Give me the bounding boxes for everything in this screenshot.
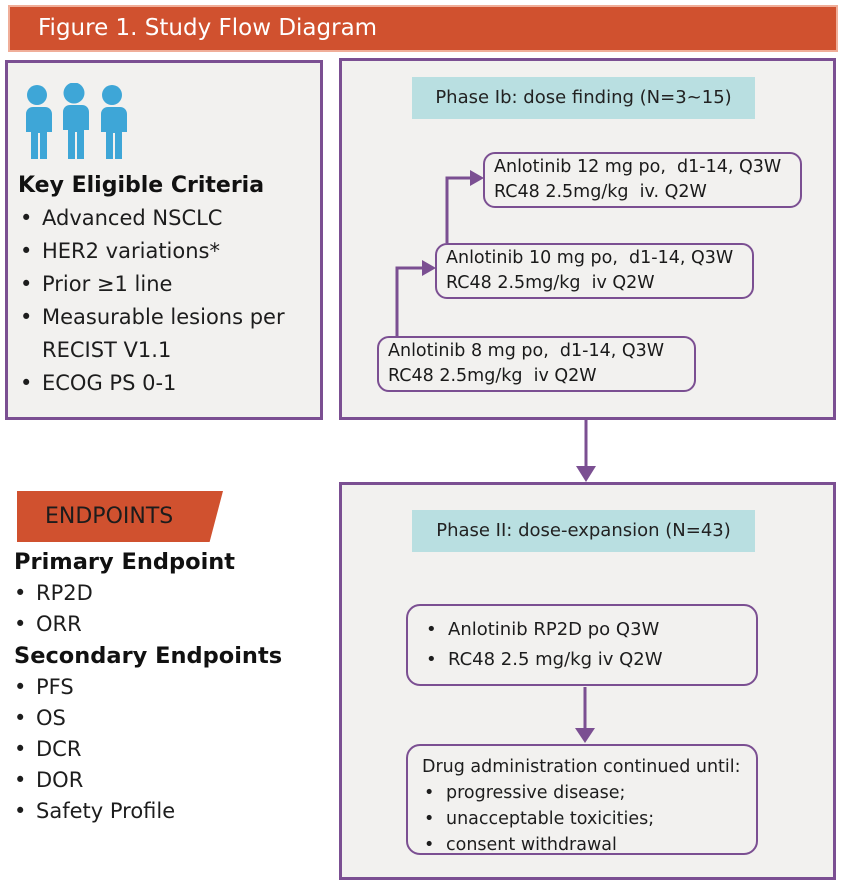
phase2-header: Phase II: dose-expansion (N=43)	[412, 510, 755, 552]
figure-title-bar: Figure 1. Study Flow Diagram	[8, 5, 838, 52]
eligibility-box: Key Eligible Criteria Advanced NSCLC HER…	[5, 60, 323, 420]
list-item: DCR	[14, 734, 314, 765]
list-item: unacceptable toxicities;	[424, 806, 756, 832]
list-item: DOR	[14, 765, 314, 796]
primary-endpoint-heading: Primary Endpoint	[14, 549, 236, 575]
list-item: Safety Profile	[14, 796, 314, 827]
dose-line: Anlotinib 12 mg po, d1-14, Q3W	[494, 157, 782, 177]
three-people-icon	[26, 83, 127, 159]
list-item: Prior ≥1 line	[18, 268, 304, 301]
dose-line: Anlotinib 10 mg po, d1-14, Q3W	[446, 248, 734, 268]
dose-box-12mg: Anlotinib 12 mg po, d1-14, Q3W RC48 2.5m…	[483, 152, 802, 208]
list-item: ORR	[14, 609, 314, 640]
phase2-regimen-list: Anlotinib RP2D po Q3W RC48 2.5 mg/kg iv …	[408, 615, 756, 675]
endpoints-banner: ENDPOINTS	[17, 491, 223, 542]
list-item: consent withdrawal	[424, 832, 756, 858]
primary-endpoint-list: RP2D ORR	[14, 578, 314, 640]
dose-line: RC48 2.5mg/kg iv. Q2W	[494, 182, 707, 202]
figure-title: Figure 1. Study Flow Diagram	[38, 15, 378, 41]
list-item: RC48 2.5 mg/kg iv Q2W	[426, 645, 756, 675]
continuation-list: progressive disease; unacceptable toxici…	[408, 780, 756, 858]
list-item: HER2 variations*	[18, 235, 304, 268]
list-item: Measurable lesions per RECIST V1.1	[18, 301, 304, 367]
endpoints-banner-label: ENDPOINTS	[45, 504, 174, 529]
list-item: progressive disease;	[424, 780, 756, 806]
dose-box-8mg: Anlotinib 8 mg po, d1-14, Q3W RC48 2.5mg…	[377, 336, 696, 392]
list-item: RP2D	[14, 578, 314, 609]
list-item: OS	[14, 703, 314, 734]
phase2-continuation-box: Drug administration continued until: pro…	[406, 744, 758, 858]
dose-line: RC48 2.5mg/kg iv Q2W	[388, 366, 597, 386]
secondary-endpoints-heading: Secondary Endpoints	[14, 643, 283, 669]
list-item: PFS	[14, 672, 314, 703]
dose-line: Anlotinib 8 mg po, d1-14, Q3W	[388, 341, 665, 361]
phase2-regimen-box: Anlotinib RP2D po Q3W RC48 2.5 mg/kg iv …	[406, 604, 758, 686]
eligibility-heading: Key Eligible Criteria	[18, 173, 265, 198]
eligibility-list: Advanced NSCLC HER2 variations* Prior ≥1…	[18, 202, 320, 400]
list-item: Anlotinib RP2D po Q3W	[426, 615, 756, 645]
phase2-box: Phase II: dose-expansion (N=43) Anlotini…	[339, 482, 836, 880]
list-item: Advanced NSCLC	[18, 202, 304, 235]
phase-transition-arrow	[576, 420, 596, 482]
endpoints-section: Primary Endpoint RP2D ORR Secondary Endp…	[14, 546, 314, 827]
phase1-header: Phase Ib: dose finding (N=3~15)	[412, 77, 755, 119]
dose-line: RC48 2.5mg/kg iv Q2W	[446, 273, 655, 293]
dose-box-10mg: Anlotinib 10 mg po, d1-14, Q3W RC48 2.5m…	[435, 243, 754, 299]
secondary-endpoint-list: PFS OS DCR DOR Safety Profile	[14, 672, 314, 827]
phase1-box: Phase Ib: dose finding (N=3~15) Anlotini…	[339, 58, 836, 420]
list-item: ECOG PS 0-1	[18, 367, 304, 400]
continuation-title: Drug administration continued until:	[422, 757, 741, 777]
